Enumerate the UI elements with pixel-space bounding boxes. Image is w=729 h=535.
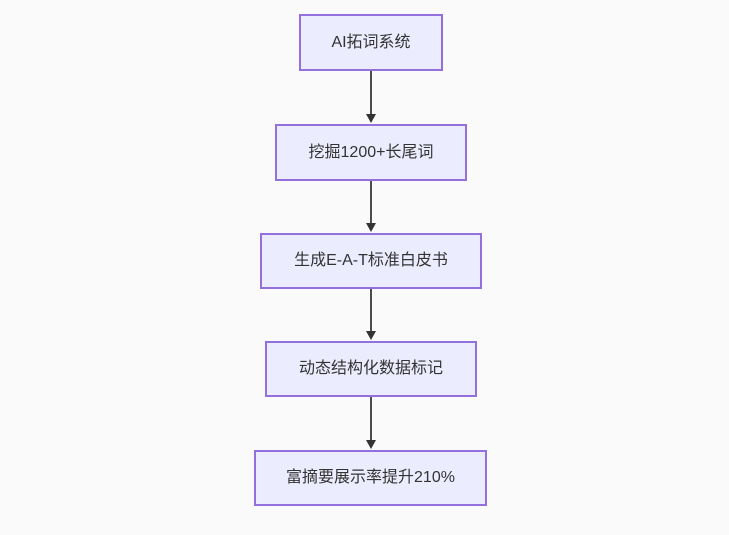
node-label: 生成E-A-T标准白皮书: [294, 252, 448, 269]
arrow-head-icon: [366, 114, 376, 123]
arrow-head-icon: [366, 331, 376, 340]
arrow-line: [370, 397, 372, 440]
node-label: 挖掘1200+长尾词: [308, 143, 434, 161]
node-label: AI拓词系统: [331, 33, 411, 51]
arrow-line: [370, 71, 372, 114]
node-label: 动态结构化数据标记: [298, 360, 443, 377]
flow-node-rich-snippet-rate: 富摘要展示率提升210%: [254, 450, 487, 506]
flow-node-ai-expansion-system: AI拓词系统: [299, 14, 443, 71]
arrow-line: [370, 181, 372, 223]
node-label: 富摘要展示率提升210%: [286, 469, 455, 486]
flow-node-eat-whitepaper: 生成E-A-T标准白皮书: [260, 233, 482, 289]
arrow-head-icon: [366, 440, 376, 449]
flow-node-structured-data-markup: 动态结构化数据标记: [265, 341, 477, 397]
flow-node-longtail-mining: 挖掘1200+长尾词: [275, 124, 467, 181]
arrow-line: [370, 289, 372, 331]
arrow-head-icon: [366, 223, 376, 232]
